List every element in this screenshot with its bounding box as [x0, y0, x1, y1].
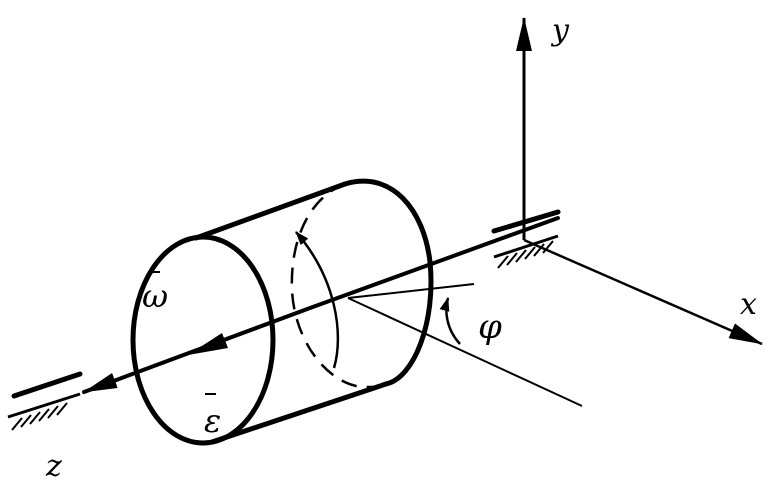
- reference-line: [347, 297, 583, 407]
- angle-line: [347, 283, 475, 299]
- left-bearing: [7, 371, 83, 431]
- phi-arc: [439, 297, 461, 345]
- cylinder-far-end-hidden: [290, 182, 387, 389]
- y-axis-label: y: [550, 13, 570, 48]
- x-axis: [523, 238, 763, 346]
- cylinder-far-end: [342, 178, 434, 387]
- shaft-right: [308, 216, 560, 310]
- x-axis-label: x: [740, 287, 757, 322]
- omega-arrowhead: [188, 333, 228, 355]
- right-bearing: [491, 209, 561, 269]
- omega-label: ω: [142, 277, 168, 315]
- rotation-arrow: [295, 231, 340, 369]
- z-axis-label: z: [45, 449, 62, 483]
- cylinder-bottom-edge: [209, 381, 389, 445]
- cylinder-top-edge: [193, 181, 348, 241]
- epsilon-label: ε: [204, 402, 221, 440]
- phi-label: φ: [478, 307, 502, 347]
- cylinder-near-end: [130, 234, 276, 446]
